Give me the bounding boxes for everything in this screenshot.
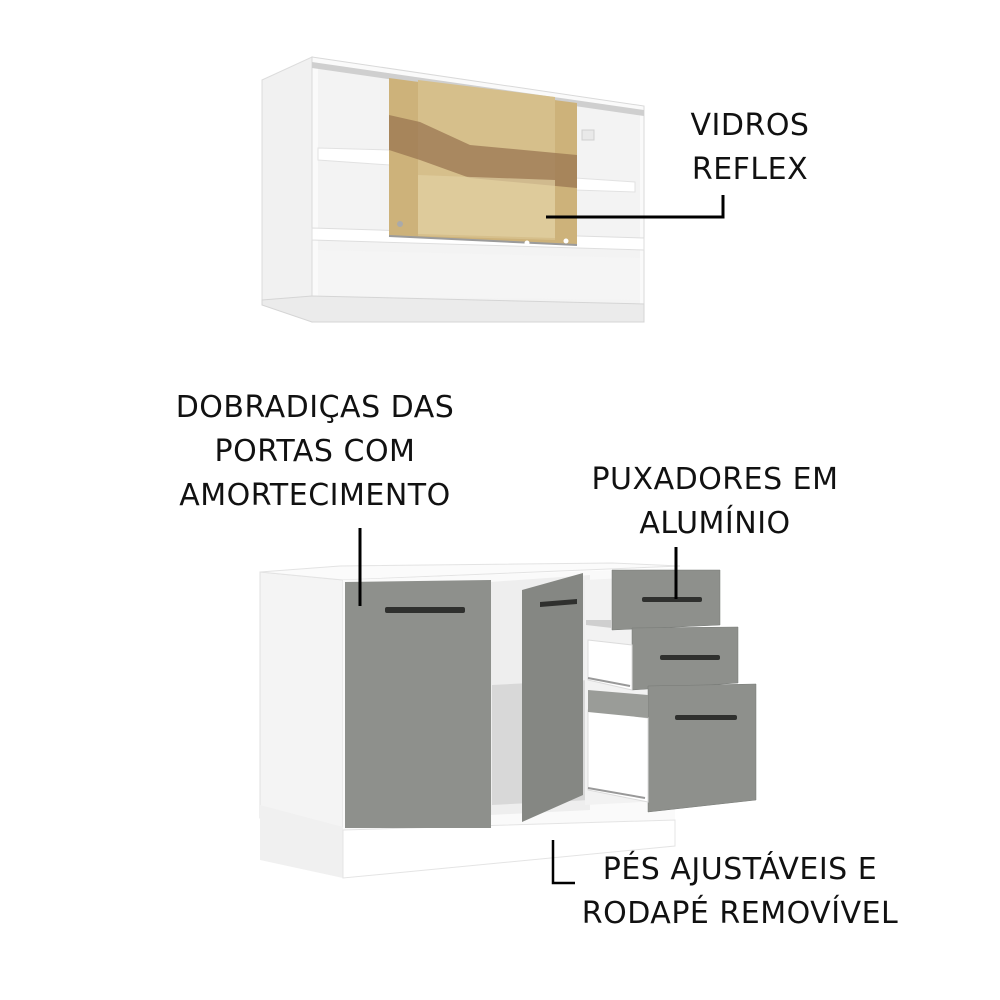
callout-feet-line-2: RODAPÉ REMOVÍVEL — [581, 896, 899, 931]
left-door-handle — [385, 607, 465, 613]
drawer-top — [586, 569, 721, 631]
drawer-middle-handle — [660, 655, 720, 660]
callout-hinges-line-3: AMORTECIMENTO — [179, 478, 451, 513]
drawer-bottom-handle — [675, 715, 737, 720]
open-door — [522, 573, 583, 822]
left-door — [345, 580, 491, 828]
drawer-bottom — [587, 683, 757, 813]
callout-handles: PUXADORES EM ALUMÍNIO — [575, 458, 855, 546]
callout-glass-line-1: VIDROS — [690, 108, 810, 143]
lower-base-cabinet — [259, 562, 757, 879]
callout-feet: PÉS AJUSTÁVEIS E RODAPÉ REMOVÍVEL — [570, 848, 910, 936]
callout-line-feet — [551, 840, 575, 885]
callout-glass: VIDROS REFLEX — [680, 104, 820, 192]
callout-feet-line-1: PÉS AJUSTÁVEIS E — [602, 852, 878, 887]
callout-handles-line-2: ALUMÍNIO — [639, 506, 791, 541]
callout-hinges: DOBRADIÇAS DAS PORTAS COM AMORTECIMENTO — [150, 386, 480, 518]
callout-hinges-line-2: PORTAS COM — [214, 434, 416, 469]
drawer-middle — [587, 626, 739, 691]
drawer-top-handle — [642, 597, 702, 602]
callout-glass-line-2: REFLEX — [691, 152, 809, 187]
callout-hinges-line-1: DOBRADIÇAS DAS — [175, 390, 455, 425]
callout-handles-line-1: PUXADORES EM — [591, 462, 839, 497]
upper-wall-cabinet — [261, 56, 645, 323]
reflex-glass-door — [388, 78, 578, 246]
callout-line-glass — [546, 195, 725, 219]
